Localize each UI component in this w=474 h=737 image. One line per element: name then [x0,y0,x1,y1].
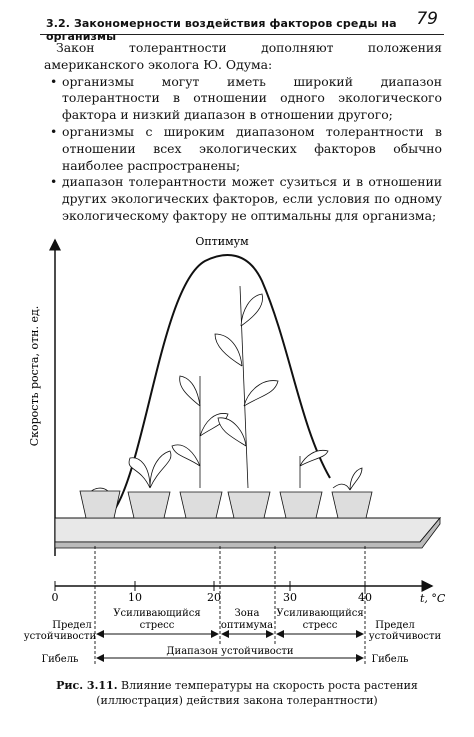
bullet-icon: • [50,73,58,89]
bullet-item: •организмы с широким диапазоном толерант… [50,123,442,173]
tick-label-30: 30 [283,591,297,604]
zone-boundaries [94,546,366,666]
tick-label-10: 10 [128,591,142,604]
tolerance-figure: Скорость роста, отн. ед. Оптимум [24,235,446,666]
growth-curve [109,254,331,517]
page-number: 79 [416,9,438,29]
caption-number: Рис. 3.11. [56,679,118,692]
plant-5 [279,449,329,519]
y-axis-label: Скорость роста, отн. ед. [28,306,41,447]
tolerance-range-label: Диапазон устойчивости [166,646,293,657]
bullet-icon: • [50,123,58,139]
table-edge [54,516,441,549]
death-right-label: Гибель [371,654,409,665]
page-header: 3.2. Закономерности воздействия факторов… [40,8,444,43]
intro-paragraph: Закон толерантности дополняют положения … [44,40,442,72]
right-stress-label-2: стресс [303,620,338,631]
plant-4 [214,285,279,519]
right-stress-label-1: Усиливающийся [276,608,363,619]
bullet-list: •организмы могут иметь широкий диапазон … [44,74,442,225]
plant-3 [171,375,229,519]
bullet-item: •организмы могут иметь широкий диапазон … [50,73,442,123]
optimum-zone-label-2: оптимума [221,620,273,631]
optimum-zone-label-1: Зона [235,608,260,619]
x-axis-label: t, °C [420,592,446,605]
optimum-label: Оптимум [195,235,249,248]
left-stress-label-2: стресс [140,620,175,631]
right-limit-label-2: устойчивости [369,631,442,642]
figure-caption: Рис. 3.11. Влияние температуры на скорос… [40,678,434,708]
table-top [54,517,442,543]
running-head: 3.2. Закономерности воздействия факторов… [46,17,397,43]
plant-6 [331,467,373,519]
left-stress-label-1: Усиливающийся [113,608,200,619]
caption-text: Влияние температуры на скорость роста ра… [96,679,418,707]
left-limit-label-1: Предел [52,620,91,631]
bullet-item: •диапазон толерантности может сузиться и… [50,174,442,223]
body-text: Закон толерантности дополняют положения … [44,40,442,225]
left-limit-label-2: устойчивости [24,631,97,642]
death-left-label: Гибель [41,654,79,665]
right-limit-label-1: Предел [375,620,414,631]
plant-2 [127,450,172,519]
bullet-icon: • [50,174,58,190]
plant-1 [79,487,121,519]
tick-label-20: 20 [207,591,221,604]
tick-label-0: 0 [52,591,59,604]
